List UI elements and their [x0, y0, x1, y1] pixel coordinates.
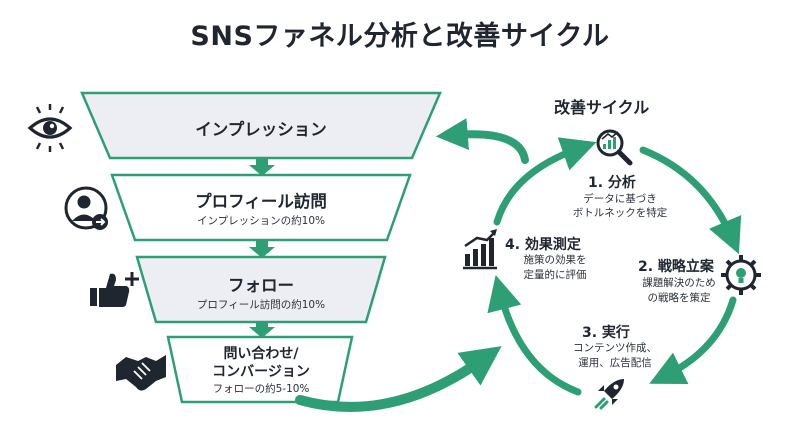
cycle-step-measurement-title: 4. 効果測定: [505, 237, 581, 253]
funnel-stage-profile-visit-label: プロフィール訪問: [195, 192, 327, 211]
cycle-step-measurement-desc-2: 定量的に評価: [523, 269, 587, 281]
funnel-stage-impression: [80, 91, 442, 160]
cycle-ring-arrows: [487, 137, 742, 396]
funnel-down-arrows: [249, 158, 275, 338]
cycle-step-strategy-desc-1: 課題解決のため: [642, 277, 716, 289]
cycle-step-execution-desc-2: 運用、広告配信: [578, 357, 652, 369]
cycle-heading: 改善サイクル: [554, 98, 650, 117]
profile-icon: [64, 186, 108, 230]
analysis-magnifier-icon: [596, 129, 633, 166]
growth-chart-icon: [463, 229, 497, 270]
cycle-step-strategy-title: 2. 戦略立案: [638, 259, 714, 275]
diagram-title: SNSファネル分析と改善サイクル: [190, 21, 610, 52]
conversion-to-cycle-arrow: [295, 346, 502, 412]
funnel-stage-profile-visit-rate: インプレッションの約10%: [196, 215, 326, 227]
cycle-step-analysis-title: 1. 分析: [588, 175, 636, 191]
handshake-icon: [116, 355, 166, 391]
cycle-step-execution-desc-1: コンテンツ作成、: [573, 342, 657, 354]
funnel-stage-conversion-rate: フォローの約5-10%: [212, 383, 310, 395]
cycle-step-analysis-desc-2: ボトルネックを特定: [572, 207, 668, 219]
cycle-step-analysis-desc-1: データに基づき: [583, 193, 657, 205]
rocket-icon: [594, 379, 624, 410]
lightbulb-gear-icon: [721, 255, 761, 295]
cycle-step-strategy-desc-2: の戦略を策定: [647, 292, 711, 304]
funnel-stage-follow-rate: プロフィール訪問の約10%: [196, 299, 326, 311]
cycle-step-execution-title: 3. 実行: [582, 325, 630, 341]
cycle-to-funnel-arrow: [435, 118, 529, 164]
cycle-step-measurement-desc-1: 施策の効果を: [523, 254, 587, 266]
funnel-stage-conversion-label-line2: コンバージョン: [212, 364, 310, 380]
eye-icon: [27, 104, 73, 152]
funnel-stage-follow: [135, 255, 387, 324]
thumbs-up-plus-icon: [90, 272, 139, 307]
funnel-stage-follow-label: フォロー: [228, 276, 294, 295]
funnel-stage-conversion-label-line1: 問い合わせ/: [223, 346, 299, 362]
funnel-stage-impression-label: インプレッション: [195, 120, 327, 139]
funnel-stage-profile-visit: [110, 173, 412, 242]
